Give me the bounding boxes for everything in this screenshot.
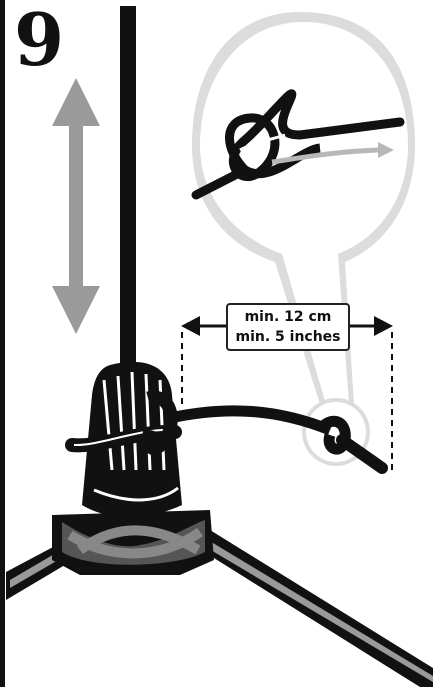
left-border-line	[0, 0, 5, 687]
dimension-label: min. 12 cm min. 5 inches	[226, 303, 350, 351]
dimension-metric: min. 12 cm	[244, 309, 332, 325]
knot-magnifier-icon	[191, 12, 415, 466]
pole	[120, 6, 136, 364]
double-arrow-vertical-icon	[52, 78, 100, 334]
step-number: 9	[14, 0, 65, 82]
dimension-imperial: min. 5 inches	[235, 329, 341, 345]
tripod-icon	[6, 361, 433, 687]
